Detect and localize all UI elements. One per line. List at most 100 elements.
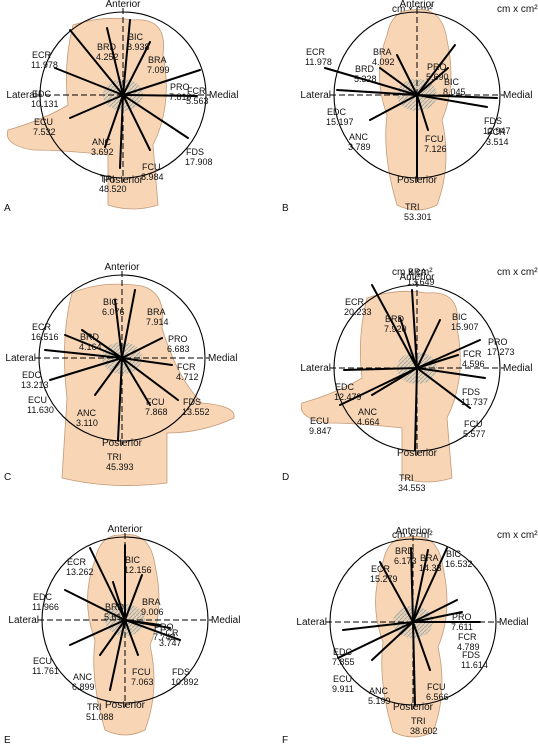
muscle-name-ecr: ECR: [345, 297, 365, 307]
muscle-name-brd: BRD: [385, 314, 405, 324]
muscle-value-anc: 3.789: [348, 142, 371, 152]
muscle-value-anc: 6.899: [72, 682, 95, 692]
panel-letter: B: [282, 203, 289, 214]
muscle-name-tri: TRI: [405, 202, 420, 212]
hand-outline: [300, 290, 461, 483]
panel-letter: D: [282, 472, 289, 483]
muscle-name-fcr: FCR: [187, 86, 206, 96]
muscle-value-anc: 4.664: [357, 417, 380, 427]
moment-arm-line-bra: [411, 289, 418, 369]
moment-arm-line-fcu: [122, 94, 151, 151]
muscle-name-fds: FDS: [484, 116, 502, 126]
moment-arm-line-bra: [412, 549, 429, 623]
muscle-value-ecu: 11.761: [32, 666, 59, 676]
muscle-value-ecu: 9.847: [309, 426, 332, 436]
muscle-value-bic: 8.938: [127, 42, 150, 52]
muscle-name-anc: ANC: [77, 408, 97, 418]
muscle-value-edc: 12.479: [334, 392, 362, 402]
muscle-name-edc: EDC: [32, 89, 52, 99]
moment-arm-line-fds: [416, 94, 498, 99]
moment-arm-line-fcr: [121, 357, 173, 366]
moment-arm-line-pro: [122, 69, 201, 96]
muscle-value-bra: 4.092: [372, 57, 395, 67]
panel-letter: C: [4, 472, 11, 483]
muscle-value-brd: 5.328: [354, 74, 377, 84]
muscle-value-fcu: 6.566: [426, 692, 449, 702]
moment-arm-line-edc: [342, 621, 414, 631]
moment-arm-line-brd: [399, 317, 418, 369]
muscle-value-ecu: 7.532: [33, 127, 56, 137]
muscle-name-ecu: ECU: [333, 674, 352, 684]
moment-arm-line-fcr: [412, 611, 463, 623]
muscle-value-edc: 13.213: [21, 380, 49, 390]
muscle-value-fds: 11.614: [461, 660, 488, 670]
muscle-value-brd: 4.252: [96, 52, 119, 62]
moment-arm-line-brd: [106, 27, 124, 96]
moment-arm-line-tri: [119, 94, 124, 169]
muscle-name-bra: BRA: [373, 47, 392, 57]
moment-arm-line-pro: [412, 599, 458, 623]
moment-arm-line-edc: [54, 67, 124, 96]
panel-letter: A: [4, 203, 11, 214]
moment-arm-line-fcu: [416, 94, 429, 131]
moment-arm-line-fds: [121, 357, 179, 401]
muscle-name-ecr: ECR: [67, 557, 87, 567]
moment-arm-line-pro: [416, 44, 456, 96]
moment-arm-line-anc: [371, 367, 418, 396]
muscle-value-fcr: 3.747: [159, 638, 182, 648]
moment-arm-line-ecr: [324, 67, 418, 96]
label-lateral: Lateral: [6, 90, 37, 101]
moment-arm-line-ecr: [379, 561, 414, 623]
moment-arm-line-fcu: [121, 357, 151, 406]
moment-arm-line-ecu: [49, 357, 123, 381]
muscle-value-pro: 7.810: [169, 92, 192, 102]
moment-arm-line-fds: [122, 94, 189, 139]
label-posterior: Posterior: [105, 700, 146, 711]
label-posterior: Posterior: [102, 438, 143, 449]
moment-arm-line-tri: [117, 357, 123, 441]
moment-arm-line-ecr: [89, 547, 126, 621]
hand-outline: [61, 283, 235, 486]
muscle-value-bic: 6.076: [102, 307, 125, 317]
label-lateral: Lateral: [8, 615, 39, 626]
muscle-name-ecu: ECU: [33, 656, 52, 666]
muscle-value-brd: 4.164: [79, 342, 102, 352]
label-medial: Medial: [211, 615, 240, 626]
muscle-value-bra: 14.33: [419, 563, 442, 573]
muscle-name-fcu: FCU: [142, 162, 161, 172]
muscle-name-pro: PRO: [488, 337, 508, 347]
muscle-value-ecr: 13.262: [66, 567, 94, 577]
moment-arm-line-edc: [343, 367, 418, 371]
muscle-name-fcr: FCR: [458, 632, 477, 642]
moment-arm-line-anc: [99, 619, 126, 656]
muscle-name-ecu: ECU: [34, 117, 53, 127]
muscle-value-ecr: 15.279: [370, 574, 398, 584]
muscle-name-fds: FDS: [462, 387, 480, 397]
moment-arm-line-pro: [121, 337, 163, 359]
label-medial: Medial: [499, 617, 528, 628]
muscle-name-bic: BIC: [446, 549, 462, 559]
muscle-name-brd: BRD: [80, 332, 100, 342]
muscle-name-fds: FDS: [186, 147, 204, 157]
muscle-name-pro: PRO: [452, 612, 472, 622]
muscle-value-pro: 6.683: [167, 344, 190, 354]
muscle-value-fcr: 4.789: [457, 642, 480, 652]
muscle-value-fcu: 5.577: [463, 429, 486, 439]
label-posterior: Posterior: [397, 448, 438, 459]
moment-arm-line-anc: [369, 94, 418, 121]
label-lateral: Lateral: [296, 617, 327, 628]
label-anterior: Anterior: [107, 524, 143, 535]
muscle-name-fcu: FCU: [146, 397, 165, 407]
muscle-value-fcr: 4.596: [462, 359, 485, 369]
muscle-name-fcr: FCR: [487, 127, 506, 137]
muscle-name-bic: BIC: [128, 32, 144, 42]
muscle-name-anc: ANC: [92, 137, 112, 147]
muscle-value-edc: 10.131: [31, 99, 59, 109]
muscle-value-tri: 45.393: [106, 462, 134, 472]
moment-arm-line-bic: [416, 319, 441, 369]
muscle-value-tri: 53.301: [404, 212, 432, 222]
